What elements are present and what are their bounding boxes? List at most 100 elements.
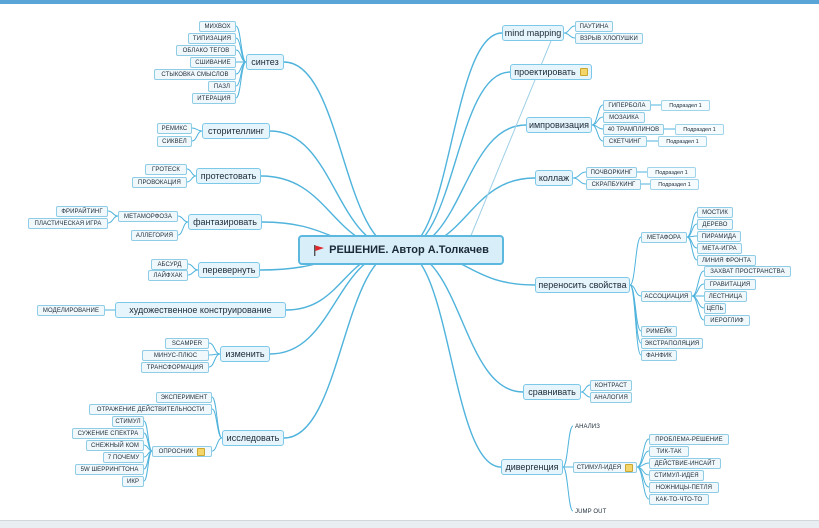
improv-item[interactable]: МОЗАИКА [603, 112, 645, 123]
stimulus-item[interactable]: ТИК-ТАК [649, 446, 689, 457]
improv-item[interactable]: СКЕТЧИНГ [603, 136, 647, 147]
metaphor-item[interactable]: МОСТИК [697, 207, 733, 218]
association-item[interactable]: ЗАХВАТ ПРОСТРАНСТВА [704, 266, 791, 277]
connector-line [580, 391, 591, 398]
transfer-item[interactable]: РИМЕЙК [641, 326, 677, 337]
sintez-item[interactable]: СТЫКОВКА СМЫСЛОВ [154, 69, 236, 80]
art-item[interactable]: МОДЕЛИРОВАНИЕ [37, 305, 105, 316]
change-item[interactable]: ТРАНСФОРМАЦИЯ [141, 362, 209, 373]
branch-divergence[interactable]: дивергенция [501, 459, 563, 475]
note-icon [197, 447, 206, 456]
compare-item[interactable]: АНАЛОГИЯ [590, 392, 632, 403]
stimulus-idea-node[interactable]: СТИМУЛ-ИДЕЯ [573, 462, 637, 473]
branch-fantasy[interactable]: фантазировать [188, 214, 262, 230]
collage-item[interactable]: СКРАПБУКИНГ [586, 179, 641, 190]
survey-item[interactable]: СУЖЕНИЕ СПЕКТРА [72, 428, 144, 439]
branch-storytelling[interactable]: сторителлинг [202, 123, 270, 139]
metamorphosis-item[interactable]: ПЛАСТИЧЕСКАЯ ИГРА [28, 218, 108, 229]
subsection-item[interactable]: Подраздел 1 [658, 136, 707, 147]
survey-node[interactable]: ОПРОСНИК [152, 446, 212, 457]
branch-protest[interactable]: протестовать [196, 168, 261, 184]
transfer-item[interactable]: МЕТАФОРА [641, 232, 687, 243]
change-item[interactable]: SCAMPER [165, 338, 209, 349]
connector-line [562, 466, 574, 512]
branch-improvisation[interactable]: импровизация [526, 117, 592, 133]
connector-line [191, 127, 203, 132]
branch-sintez[interactable]: синтез [246, 54, 284, 70]
metaphor-item[interactable]: МЕТА-ИГРА [697, 243, 742, 254]
mindmap-item[interactable]: ВЗРЫВ ХЛОПУШКИ [575, 33, 643, 44]
improv-item[interactable]: ГИПЕРБОЛА [603, 100, 651, 111]
design-label: проектировать [514, 67, 576, 77]
branch-transfer-properties[interactable]: переносить свойства [535, 277, 630, 293]
flip-item[interactable]: ЛАЙФХАК [148, 270, 188, 281]
stimulus-item[interactable]: КАК-ТО-ЧТО-ТО [649, 494, 709, 505]
metaphor-item[interactable]: ПИРАМИДА [697, 231, 741, 242]
divergence-item[interactable]: JUMP OUT [575, 508, 607, 515]
survey-item[interactable]: 7 ПОЧЕМУ [103, 452, 144, 463]
association-item[interactable]: ИЕРОГЛИФ [704, 315, 750, 326]
connector-line [269, 249, 402, 355]
sintez-item[interactable]: ИТЕРАЦИЯ [192, 93, 236, 104]
metaphor-item[interactable]: ЛИНИЯ ФРОНТА [697, 255, 756, 266]
storytelling-item[interactable]: СИКВЕЛ [157, 136, 192, 147]
branch-compare[interactable]: сравнивать [523, 384, 581, 400]
association-item[interactable]: ГРАВИТАЦИЯ [704, 279, 756, 290]
metaphor-item[interactable]: ДЕРЕВО [697, 219, 733, 230]
branch-art-construction[interactable]: художественное конструирование [115, 302, 286, 318]
sintez-item[interactable]: ОБЛАКО ТЕГОВ [176, 45, 236, 56]
research-item[interactable]: ОТРАЖЕНИЕ ДЕЙСТВИТЕЛЬНОСТИ [89, 404, 212, 415]
connector-line [572, 177, 587, 185]
branch-flip[interactable]: перевернуть [198, 262, 260, 278]
connector-line [191, 130, 203, 142]
connector-line [208, 342, 221, 355]
fantasy-item[interactable]: МЕТАМОРФОЗА [118, 211, 178, 222]
branch-design[interactable]: проектировать [510, 64, 592, 80]
research-item[interactable]: ЭКСПЕРИМЕНТ [156, 392, 212, 403]
protest-item[interactable]: ПРОВОКАЦИЯ [132, 177, 187, 188]
branch-research[interactable]: исследовать [222, 430, 284, 446]
sintez-item[interactable]: ТИПИЗАЦИЯ [188, 33, 236, 44]
stimulus-item[interactable]: СТИМУЛ-ИДЕЯ [649, 470, 704, 481]
change-item[interactable]: МИНУС-ПЛЮС [142, 350, 209, 361]
connector-line [211, 396, 223, 439]
subsection-item[interactable]: Подраздел 1 [661, 100, 710, 111]
branch-mind-mapping[interactable]: mind mapping [502, 25, 564, 41]
connector-line [186, 168, 197, 177]
branch-collage[interactable]: коллаж [535, 170, 573, 186]
survey-item[interactable]: 5W ШЕРРИНГТОНА [75, 464, 144, 475]
protest-item[interactable]: ГРОТЕСК [145, 164, 187, 175]
fantasy-item[interactable]: АЛЛЕГОРИЯ [131, 230, 178, 241]
survey-item[interactable]: СНЕЖНЫЙ КОМ [86, 440, 144, 451]
subsection-item[interactable]: Подраздел 1 [675, 124, 724, 135]
connector-line [400, 71, 511, 251]
storytelling-item[interactable]: РЕМИКС [157, 123, 192, 134]
stimulus-item[interactable]: ПРОБЛЕМА-РЕШЕНИЕ [649, 434, 729, 445]
compare-item[interactable]: КОНТРАСТ [590, 380, 632, 391]
association-item[interactable]: ЦЕПЬ [704, 303, 726, 314]
sintez-item[interactable]: МИХВОХ [199, 21, 236, 32]
transfer-item[interactable]: ФАНФИК [641, 350, 677, 361]
metamorphosis-item[interactable]: ФРИРАЙТИНГ [56, 206, 108, 217]
association-item[interactable]: ЛЕСТНИЦА [704, 291, 747, 302]
subsection-item[interactable]: Подраздел 1 [647, 167, 696, 178]
flip-item[interactable]: АБСУРД [151, 259, 188, 270]
root-node[interactable]: РЕШЕНИЕ. Автор А.Толкачев [298, 235, 504, 265]
improv-item[interactable]: 40 ТРАМПЛИНОВ [603, 124, 664, 135]
mindmap-item[interactable]: ПАУТИНА [575, 21, 613, 32]
divergence-item[interactable]: АНАЛИЗ [575, 423, 600, 430]
branch-change[interactable]: изменить [220, 346, 270, 362]
collage-item[interactable]: ПОЧВОРКИНГ [586, 167, 637, 178]
connector-line [591, 124, 604, 142]
survey-item[interactable]: СТИМУЛ [112, 416, 144, 427]
connector-line [563, 32, 576, 39]
connector-line [211, 408, 223, 439]
transfer-item[interactable]: АССОЦИАЦИЯ [641, 291, 692, 302]
sintez-item[interactable]: СШИВАНИЕ [190, 57, 236, 68]
sintez-item[interactable]: ПАЗЛ [208, 81, 236, 92]
survey-item[interactable]: ИКР [122, 476, 144, 487]
transfer-item[interactable]: ЭКСТРАПОЛЯЦИЯ [641, 338, 703, 349]
stimulus-item[interactable]: НОЖНИЦЫ-ПЕТЛЯ [649, 482, 719, 493]
stimulus-item[interactable]: ДЕЙСТВИЕ-ИНСАЙТ [649, 458, 721, 469]
subsection-item[interactable]: Подраздел 1 [650, 179, 699, 190]
